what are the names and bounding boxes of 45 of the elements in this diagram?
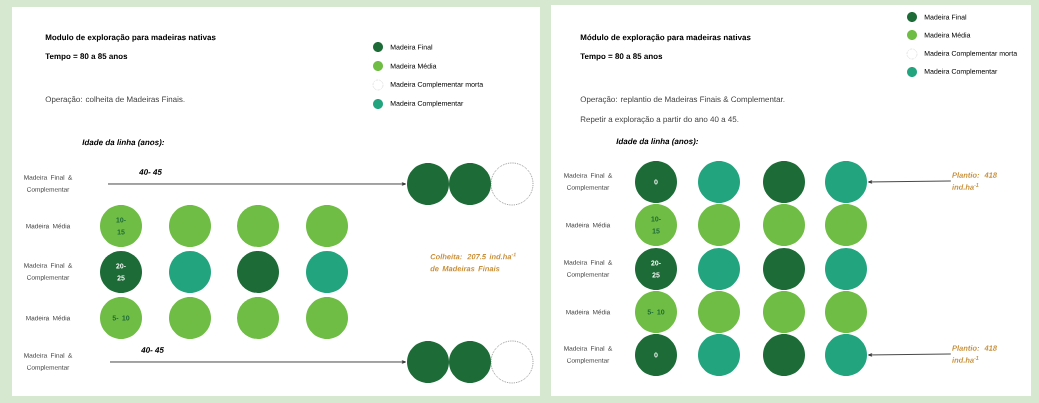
tree-circle [698,248,740,290]
tree-circle [825,204,867,246]
tree-circle [763,291,805,333]
arrow [868,180,952,184]
edge-label: 40- 45 [140,346,165,354]
tree-circle [825,291,867,333]
tree-circle [306,297,348,339]
tree-circle [169,297,211,339]
tree-circle [763,334,805,376]
tree-circle [237,205,279,247]
axis-caption: Idade da linha (anos): [616,138,699,146]
tree-circle [169,251,211,293]
dashed-circle [490,162,534,206]
tree-circle [698,334,740,376]
tree-circle [763,248,805,290]
tree-circle [306,251,348,293]
tree-circle [763,161,805,203]
heading: Tempo = 80 a 85 anos [580,53,663,61]
heading: Tempo = 80 a 85 anos [45,53,128,61]
dashed-circle [490,340,534,384]
tree-circle [698,204,740,246]
tree-circle [237,297,279,339]
arrow [868,353,952,357]
tree-circle [237,251,279,293]
arrow [109,360,406,364]
tree-circle [169,205,211,247]
tree-circle [407,163,449,205]
tree-circle [407,341,449,383]
tree-circle [449,163,491,205]
tree-circle [825,334,867,376]
tree-circle [825,248,867,290]
axis-caption: Idade da linha (anos): [82,139,165,147]
arrow [107,182,406,186]
tree-circle [763,204,805,246]
operation-text: Operação: replantio de Madeiras Finais & Complementar. [580,96,785,104]
operation-text: Operação: colheita de Madeiras Finais. [45,96,185,104]
tree-circle [698,291,740,333]
edge-label: 40- 45 [138,168,163,176]
tree-circle [698,161,740,203]
tree-circle [306,205,348,247]
tree-circle [825,161,867,203]
heading: Módulo de exploração para madeiras nativas [580,34,751,42]
operation-text: Repetir a exploração a partir do ano 40 a 45. [580,116,739,124]
tree-circle [449,341,491,383]
heading: Modulo de exploração para madeiras nativas [45,34,216,42]
